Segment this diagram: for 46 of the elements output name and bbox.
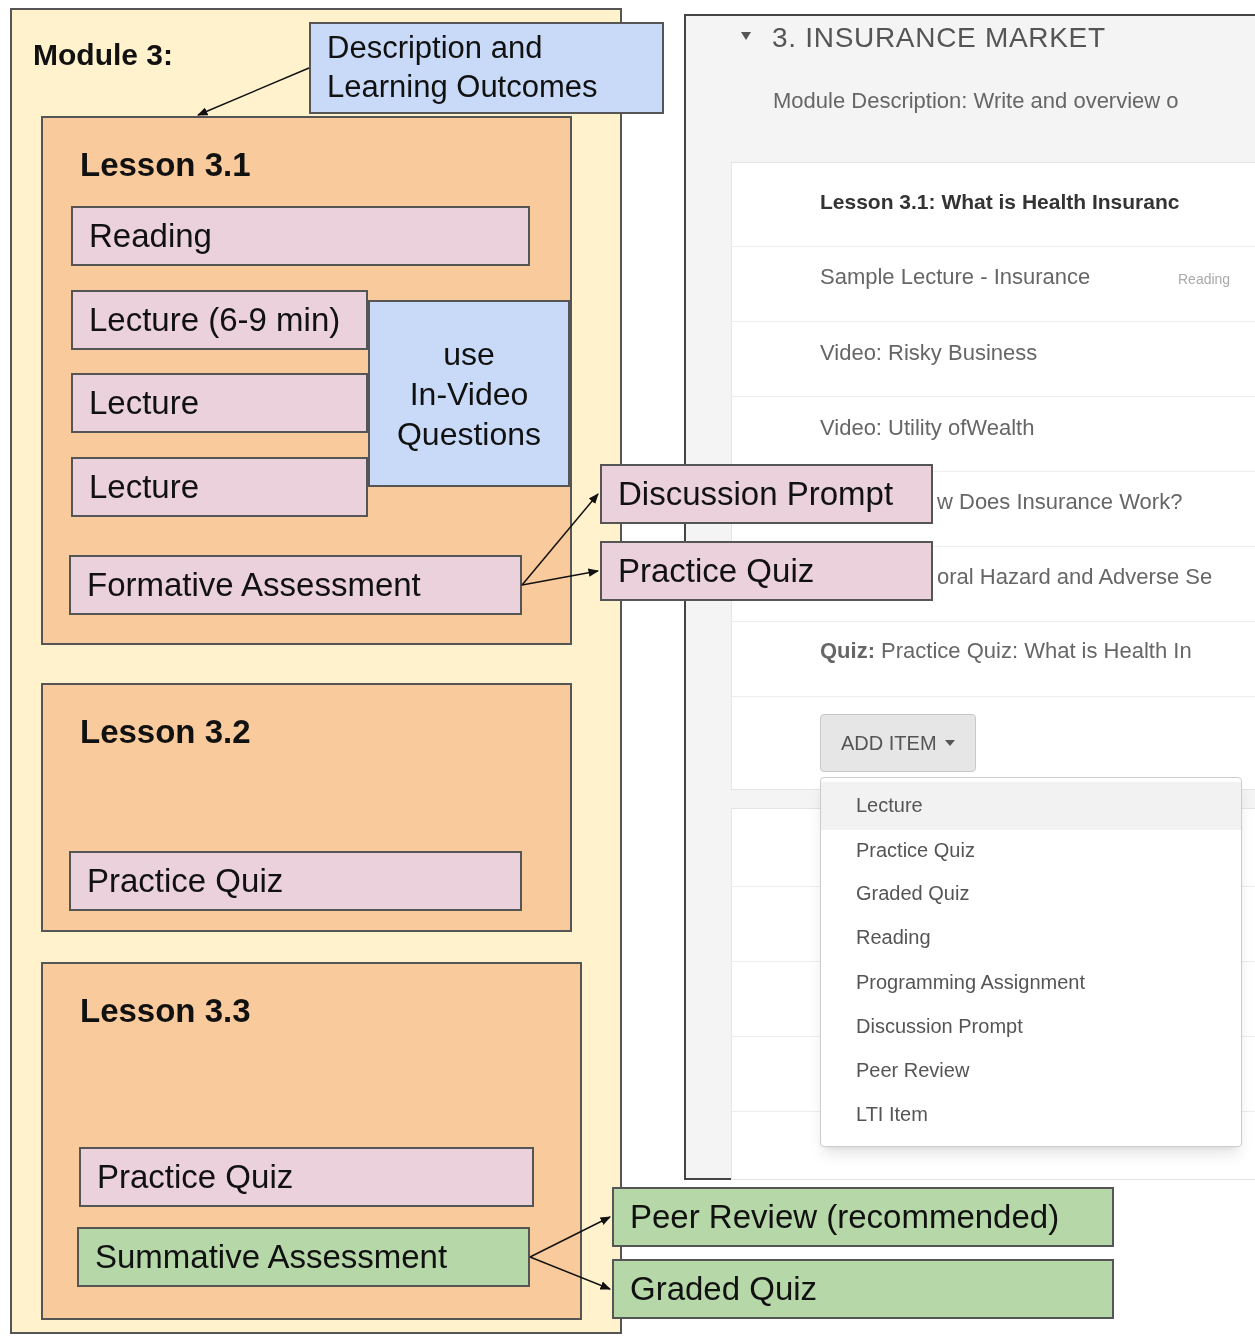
- add-item-button: ADD ITEM: [820, 714, 976, 772]
- menu-option: Graded Quiz: [856, 880, 970, 906]
- container-heading: Lesson 3.1: [80, 145, 251, 185]
- menu-option: Discussion Prompt: [856, 1013, 1023, 1039]
- note-box: use In-Video Questions: [368, 300, 570, 487]
- menu-option: Programming Assignment: [856, 969, 1085, 995]
- list-item-text: Video: Utility ofWealth: [820, 414, 1035, 442]
- list-item-text: Module Description: Write and overview o: [773, 87, 1179, 115]
- arrow: [529, 1256, 611, 1290]
- module-container: [10, 8, 622, 1334]
- list-item-text: Sample Lecture - Insurance: [820, 263, 1091, 291]
- activity-box: Lecture (6-9 min): [71, 290, 368, 350]
- list-item-text: oral Hazard and Adverse Se: [937, 563, 1213, 591]
- lesson-title: Lesson 3.1: What is Health Insuranc: [820, 189, 1180, 215]
- menu-option: Peer Review: [856, 1057, 970, 1083]
- container-heading: Module 3:: [33, 37, 173, 73]
- menu-option: Reading: [856, 924, 931, 950]
- lesson-container: [41, 962, 582, 1320]
- container-heading: Lesson 3.3: [80, 991, 251, 1031]
- activity-box: Formative Assessment: [69, 555, 522, 615]
- lesson-container: [41, 116, 572, 645]
- assessment-box: Peer Review (recommended): [612, 1187, 1114, 1247]
- item-type-tag: Reading: [1178, 270, 1231, 289]
- assessment-box: Summative Assessment: [77, 1227, 530, 1287]
- arrow: [521, 568, 600, 586]
- activity-box: Discussion Prompt: [600, 464, 933, 524]
- arrow: [521, 493, 599, 586]
- activity-box: Practice Quiz: [69, 851, 522, 911]
- note-box: Description and Learning Outcomes: [309, 22, 664, 114]
- menu-option: Practice Quiz: [856, 837, 975, 863]
- assessment-box: Graded Quiz: [612, 1259, 1114, 1319]
- container-heading: Lesson 3.2: [80, 712, 251, 752]
- activity-box: Practice Quiz: [79, 1147, 534, 1207]
- arrow: [197, 67, 310, 116]
- menu-option: LTI Item: [856, 1101, 928, 1127]
- lesson-container: [41, 683, 572, 932]
- activity-box: Lecture: [71, 457, 368, 517]
- list-item-text: Video: Risky Business: [820, 339, 1038, 367]
- menu-option: Lecture: [856, 792, 923, 818]
- arrow: [529, 1216, 611, 1258]
- module-title: 3. INSURANCE MARKET: [772, 21, 1106, 55]
- activity-box: Lecture: [71, 373, 368, 433]
- list-item-text: w Does Insurance Work?: [937, 488, 1183, 516]
- activity-box: Practice Quiz: [600, 541, 933, 601]
- activity-box: Reading: [71, 206, 530, 266]
- list-item-text: Quiz: Practice Quiz: What is Health In: [820, 637, 1192, 665]
